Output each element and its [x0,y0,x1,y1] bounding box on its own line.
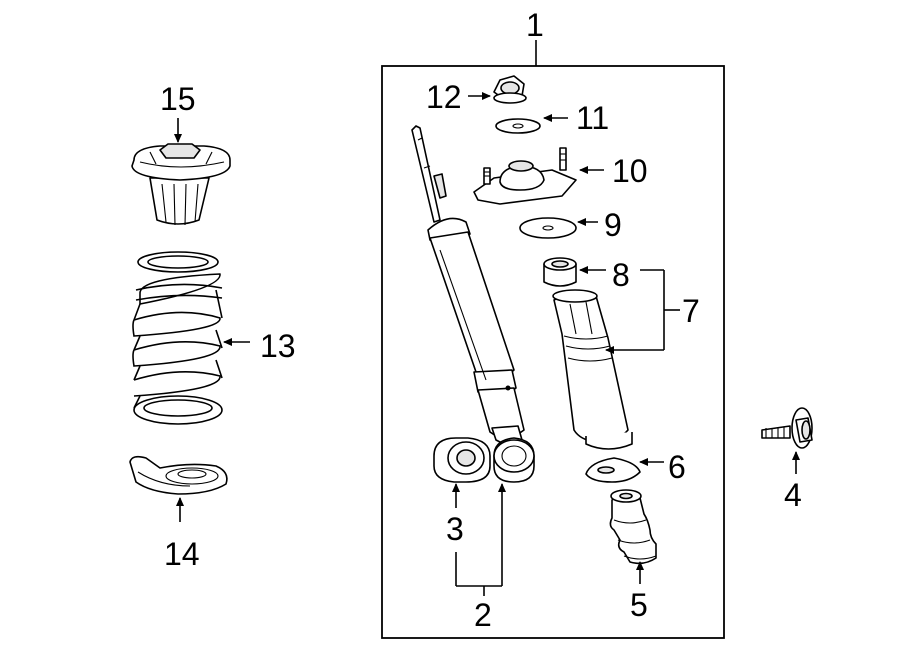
lower-bushing-eye [493,437,535,483]
nut [493,75,527,104]
callout-5: 5 [630,587,648,623]
coil-spring [132,251,223,425]
callout-15: 15 [160,81,196,117]
callout-11: 11 [576,100,609,136]
lower-spring-seat [129,455,228,495]
assembly-box [381,65,725,639]
callout-9: 9 [604,207,622,243]
washer-large [519,217,577,239]
callout-12: 12 [426,79,462,115]
callout-4: 4 [784,477,802,513]
shock-absorber [411,125,525,445]
callout-8: 8 [612,257,630,293]
bushing [433,437,491,483]
dust-boot [552,289,633,450]
callout-10: 10 [612,153,648,189]
bumper-cap [543,257,577,287]
bump-stop [609,489,657,565]
callout-13: 13 [260,328,296,364]
washer-small [495,118,541,134]
upper-mount [473,147,577,205]
bolt [761,407,813,449]
callout-2: 2 [474,597,492,633]
callout-14: 14 [164,536,200,572]
callout-1: 1 [526,7,544,43]
upper-spring-insulator [131,143,231,226]
bumper-seat [585,457,641,483]
callout-7: 7 [682,293,700,329]
callout-6: 6 [668,449,686,485]
callout-3: 3 [446,511,464,547]
